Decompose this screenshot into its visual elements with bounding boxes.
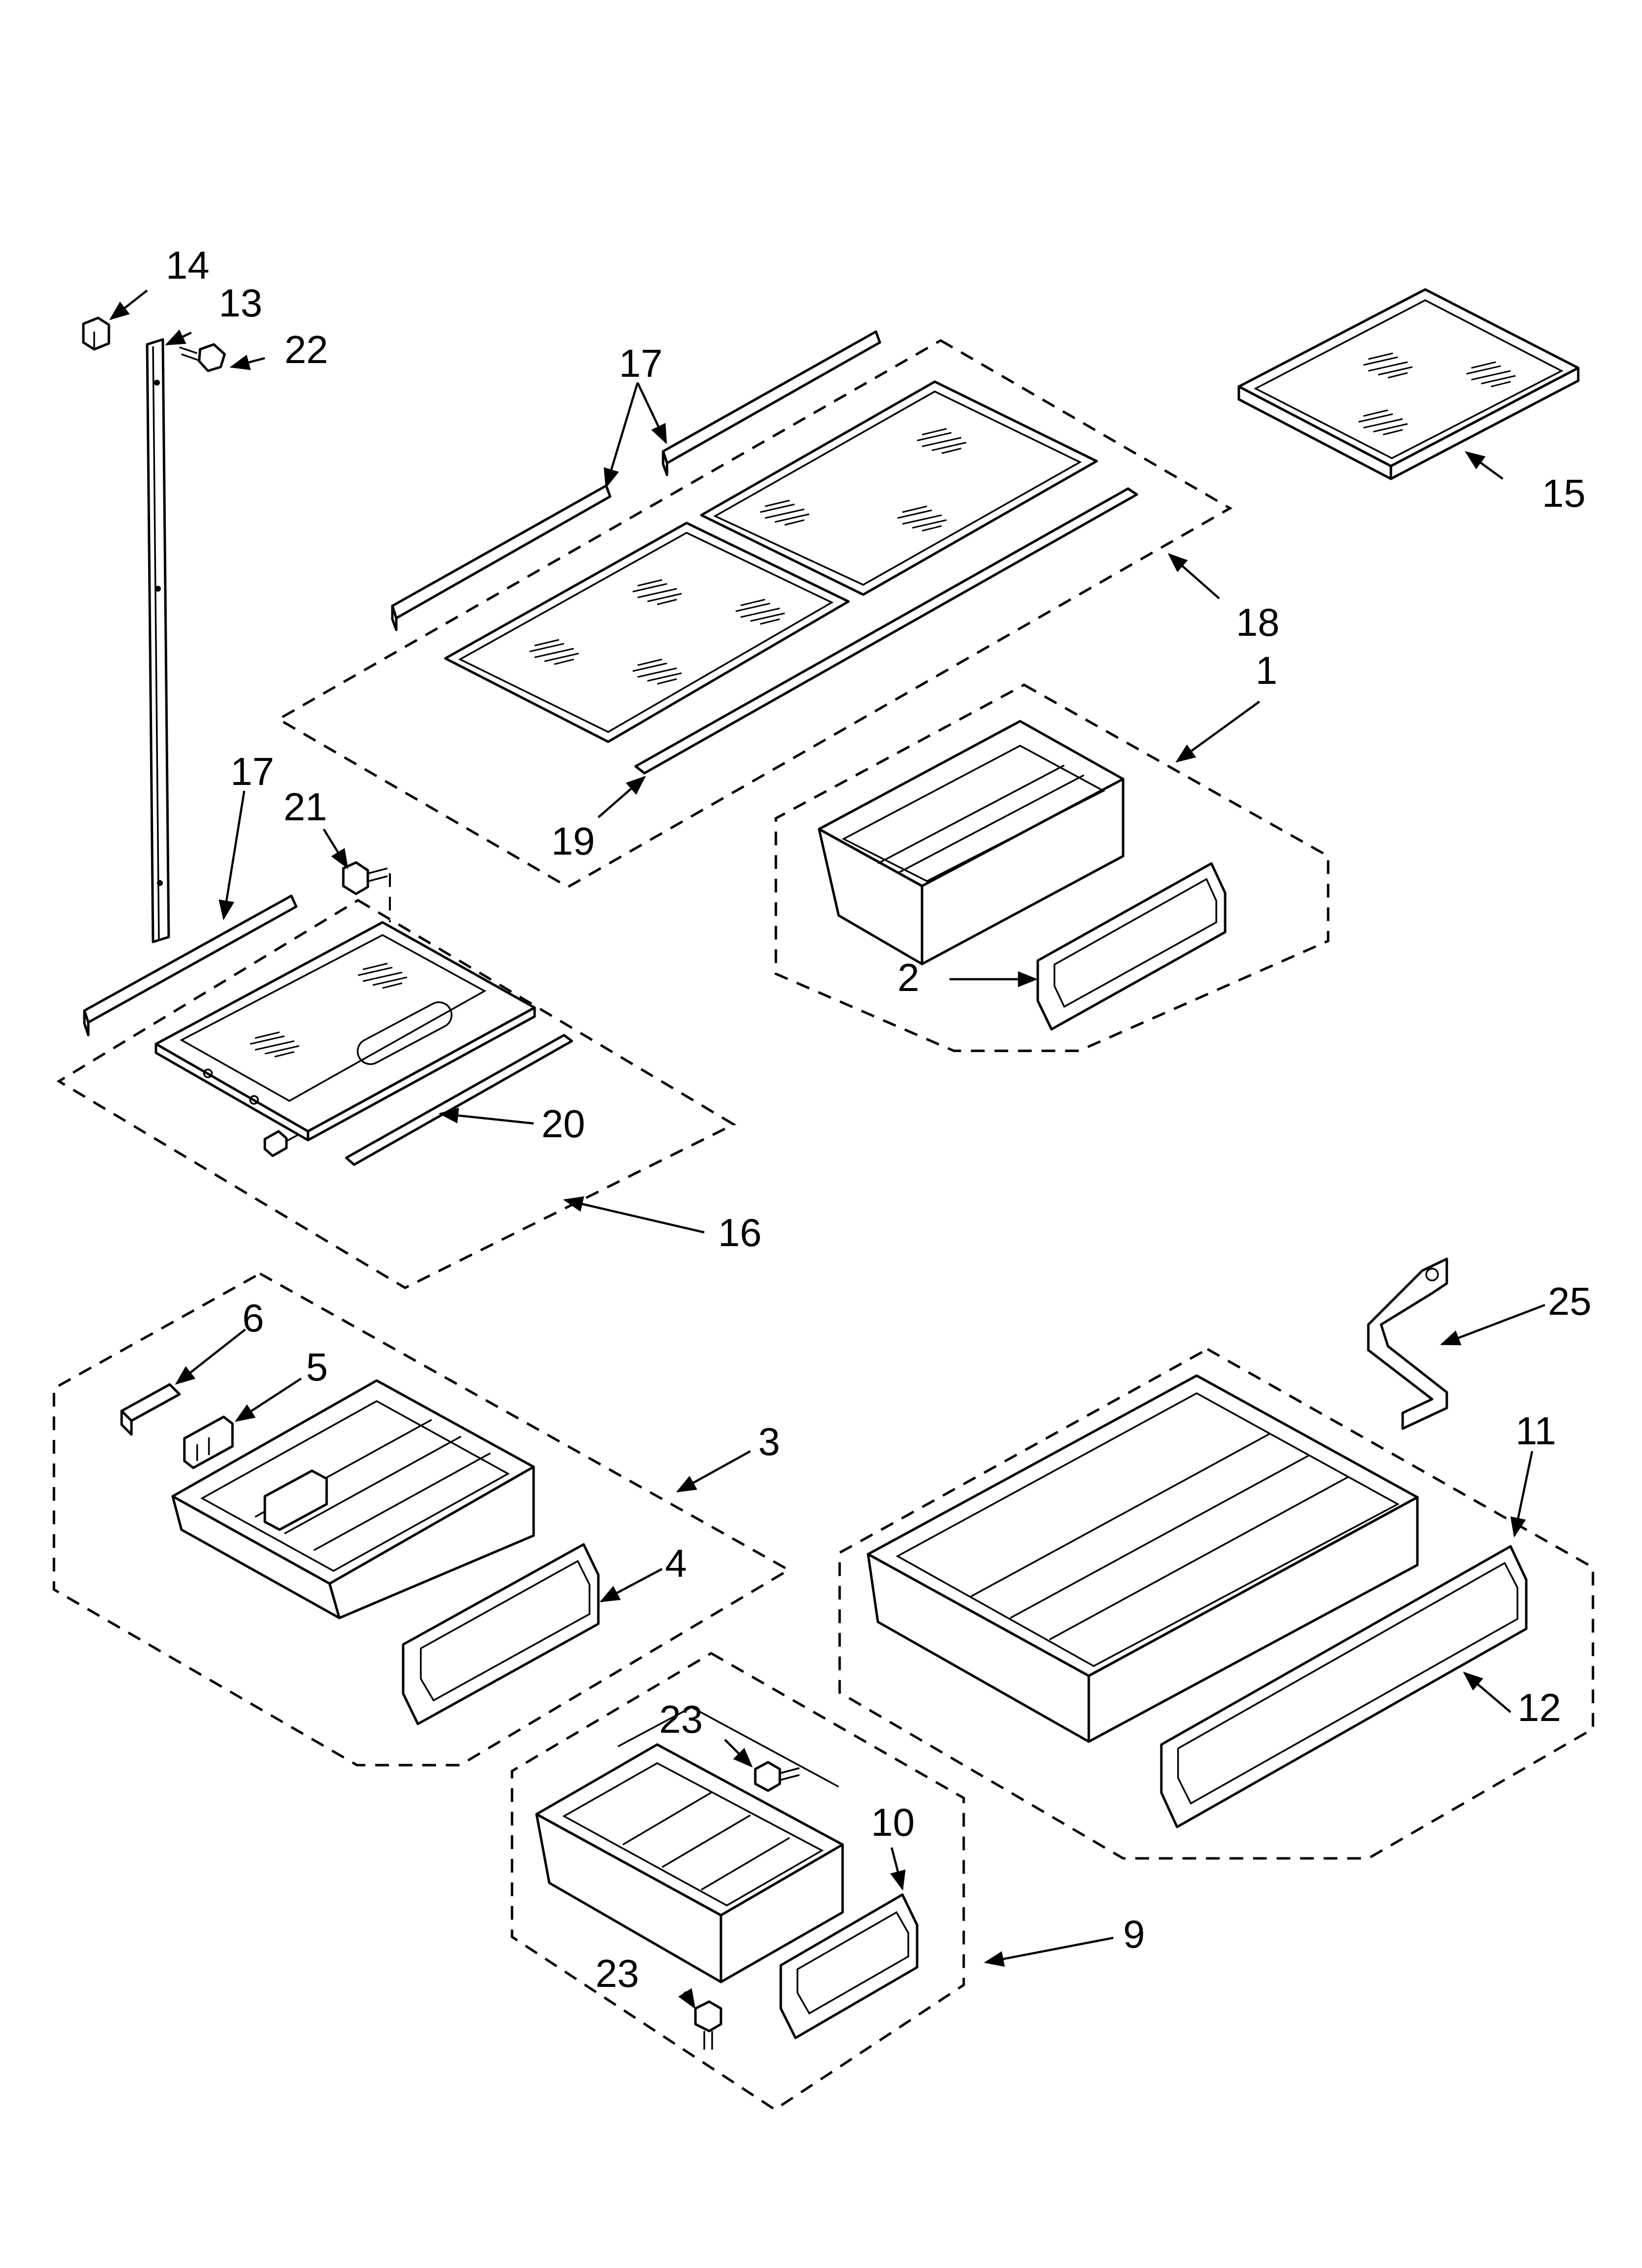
- pan-11: [867, 1374, 1419, 1743]
- callout-6: 6: [242, 1296, 264, 1340]
- pan-9-guide-line: [617, 1706, 839, 1788]
- callout-18: 18: [1236, 600, 1280, 644]
- callout-19: 19: [551, 819, 595, 863]
- shelf-side-rail-left: [391, 484, 612, 631]
- pan-11-front-cover: [1160, 1545, 1528, 1828]
- crisper-cover-rail: [83, 894, 298, 1037]
- group-16-outline: [56, 899, 737, 1289]
- callout-13: 13: [219, 281, 262, 325]
- shelf-standard-rail: [146, 338, 170, 943]
- group-9-outline: [511, 1652, 965, 2111]
- callout-23-upper: 23: [659, 1697, 703, 1741]
- callout-17-left: 17: [231, 750, 274, 793]
- crisper-cover: [154, 921, 536, 1142]
- part-6: [120, 1383, 181, 1436]
- rail-screw: [179, 343, 226, 372]
- small-glass-shelf: [1237, 288, 1580, 480]
- bracket-25: [1367, 1257, 1448, 1430]
- rail-cap: [82, 316, 110, 351]
- callout-16: 16: [718, 1211, 762, 1254]
- callout-3: 3: [758, 1420, 780, 1463]
- callout-4: 4: [665, 1541, 687, 1585]
- group-1-outline: [774, 683, 1330, 1052]
- callout-23-lower: 23: [595, 1952, 639, 1995]
- crisper-cover-trim: [345, 1034, 573, 1166]
- callout-10: 10: [871, 1800, 915, 1844]
- callout-9: 9: [1123, 1912, 1145, 1956]
- callout-1: 1: [1256, 649, 1278, 692]
- callout-20: 20: [541, 1102, 585, 1146]
- part-5: [183, 1415, 234, 1469]
- callout-14: 14: [166, 243, 209, 287]
- pan-1: [818, 720, 1125, 965]
- pan-3-front-cover: [402, 1543, 600, 1725]
- callout-15: 15: [1542, 471, 1586, 515]
- shelf-front-trim: [634, 487, 1138, 775]
- callout-12: 12: [1517, 1686, 1561, 1729]
- callout-17-top: 17: [619, 341, 663, 385]
- glass-shelf-panels: [444, 380, 1098, 743]
- pan-1-front-cover: [1036, 862, 1227, 1031]
- screw-23-upper: [754, 1761, 800, 1792]
- callout-5: 5: [306, 1345, 328, 1389]
- group-18-outline: [276, 339, 1233, 888]
- cover-screw: [342, 861, 388, 895]
- callout-11: 11: [1515, 1409, 1556, 1453]
- callout-21: 21: [283, 785, 327, 829]
- pan-3: [171, 1379, 535, 1619]
- group-3-outline: [52, 1272, 792, 1767]
- crisper-cover-connector: [263, 1130, 300, 1157]
- pan-9: [535, 1743, 844, 1983]
- shelf-side-rail-right: [662, 330, 881, 476]
- screw-23-lower: [694, 2000, 722, 2050]
- callout-2: 2: [898, 956, 920, 999]
- pan-9-front-cover: [779, 1893, 919, 2039]
- callout-22: 22: [284, 328, 328, 371]
- callout-25: 25: [1548, 1279, 1591, 1323]
